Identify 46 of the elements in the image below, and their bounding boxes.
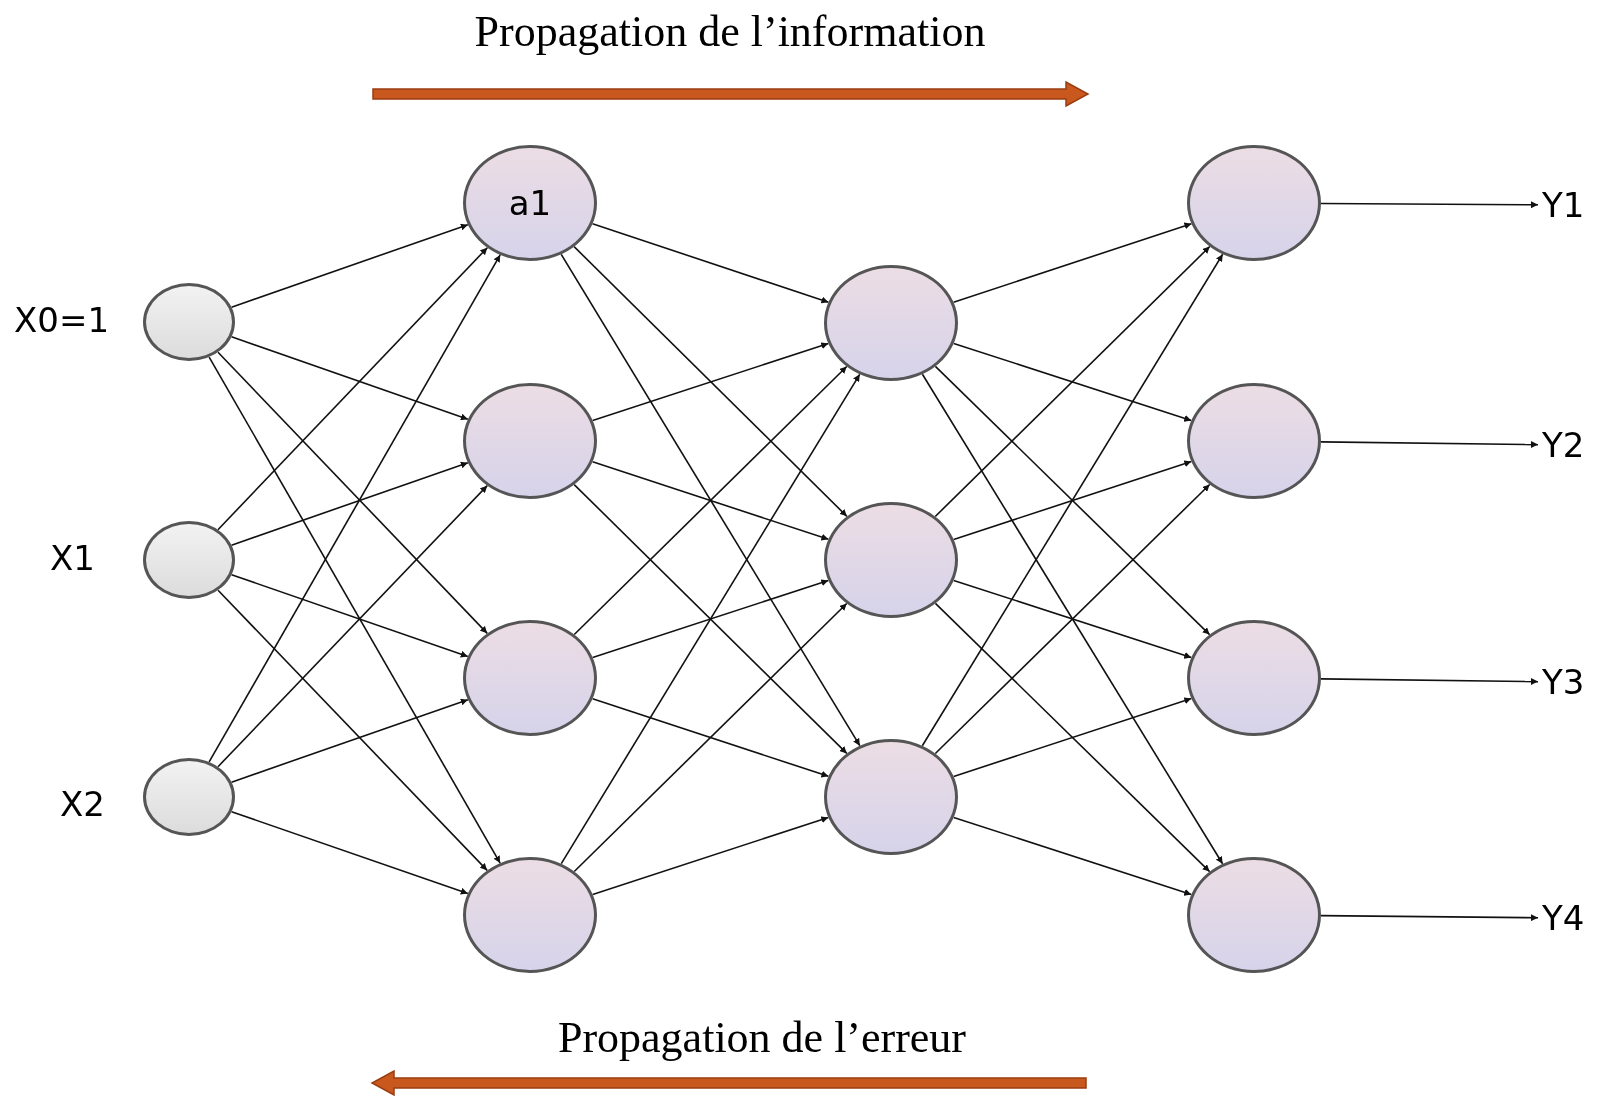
arrow [573,602,848,873]
caption-text: Propagation de l’erreur [557,1012,967,1063]
arrow [934,245,1211,518]
caption-text: Propagation de l’information [474,6,986,57]
arrow [230,461,469,546]
neuron-circle: a1 [463,145,597,261]
arrow [230,698,469,783]
arrow [934,602,1211,873]
arrow [952,579,1193,659]
arrow [208,356,501,864]
arrow [217,589,488,872]
arrow [952,222,1193,304]
arrow [230,810,469,895]
arrow [573,365,848,636]
arrow [591,223,830,304]
input-label: X2 [60,784,105,824]
output-label: Y2 [1538,421,1598,469]
arrow [952,816,1193,896]
arrow [952,342,1193,422]
arrow [217,246,489,531]
arrow [591,816,830,896]
arrow [591,579,830,659]
arrow [217,351,489,635]
arrow [591,460,830,541]
output-label: Y3 [1538,658,1598,706]
input-label: X0=1 [14,300,110,340]
arrow [230,573,469,658]
arrow [934,483,1211,755]
arrow [1320,441,1539,449]
arrow [952,697,1193,778]
arrow [573,483,848,755]
arrow [230,336,469,421]
arrow [591,342,830,422]
arrow [217,484,489,768]
output-label: Y4 [1538,894,1598,942]
arrow [208,254,501,763]
arrow [952,460,1193,541]
arrow [934,365,1211,636]
arrow [573,245,848,518]
input-label: X1 [50,538,95,578]
arrow [230,223,469,308]
arrow [591,697,830,778]
output-label: Y1 [1538,181,1598,229]
arrow [1320,678,1539,686]
arrow [1320,201,1539,209]
arrow [1320,914,1539,922]
